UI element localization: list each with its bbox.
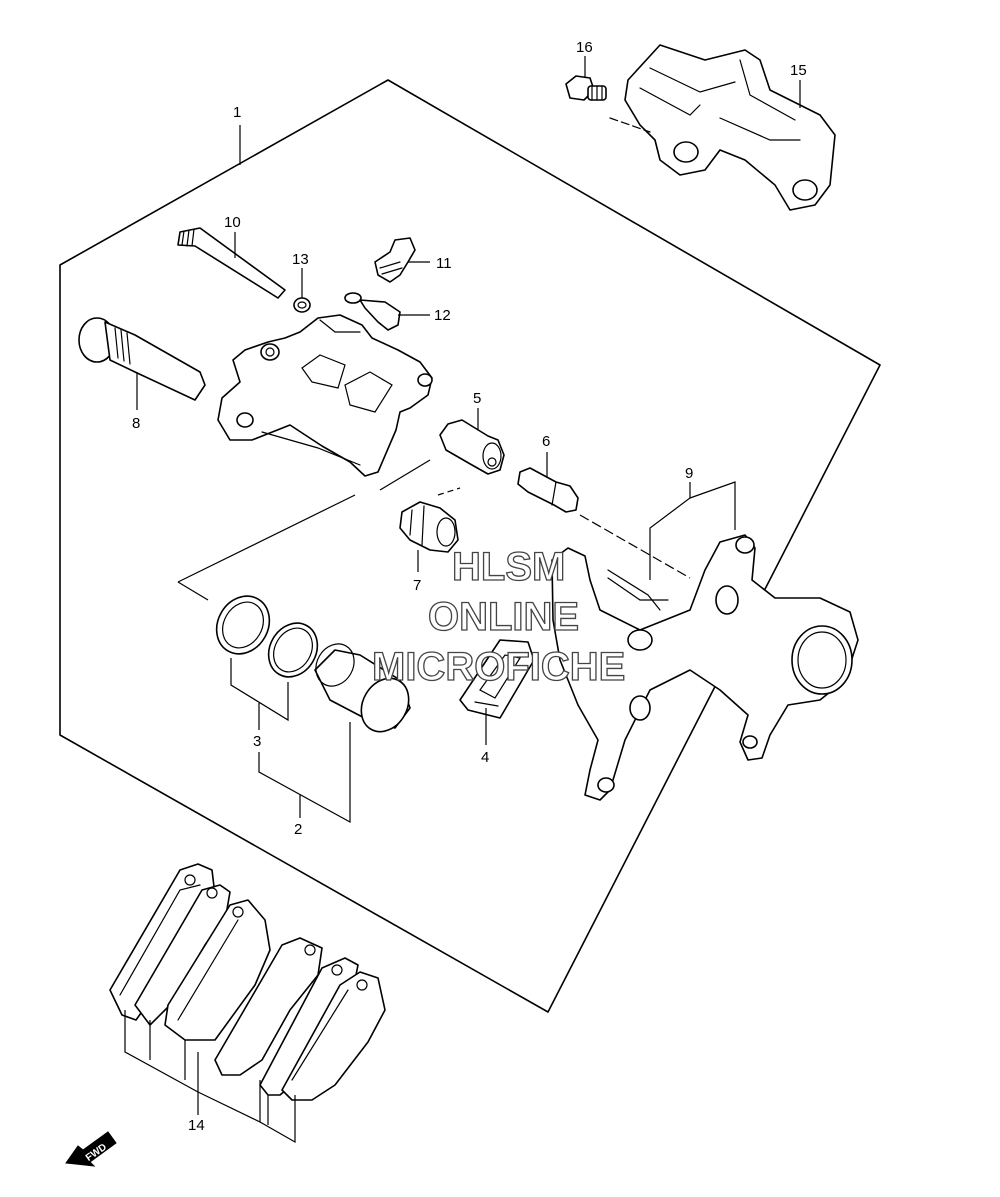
part-15-bracket[interactable] <box>609 44 836 211</box>
part-7-boot[interactable] <box>399 501 459 553</box>
callout-5: 5 <box>473 390 481 407</box>
part-2-piston[interactable] <box>308 637 418 740</box>
callout-14: 14 <box>188 1117 205 1134</box>
part-16-bolt[interactable] <box>565 75 607 101</box>
part-14-brake-pads[interactable] <box>109 863 386 1101</box>
part-5-sleeve[interactable] <box>439 419 505 475</box>
part-13-ring[interactable] <box>293 297 311 313</box>
callout-15: 15 <box>790 62 807 79</box>
watermark-line-1: HLSM <box>452 545 565 589</box>
callout-11: 11 <box>436 255 452 272</box>
part-8-slide-bolt[interactable] <box>78 317 206 401</box>
part-10-pin[interactable] <box>177 227 286 299</box>
callout-9: 9 <box>685 465 693 482</box>
callout-8: 8 <box>132 415 140 432</box>
assembly-boundary <box>59 79 881 1013</box>
callout-7: 7 <box>413 577 421 594</box>
part-4-pad-spring[interactable] <box>459 639 535 719</box>
watermark-line-2: ONLINE <box>428 595 579 639</box>
part-11-bleeder-valve[interactable] <box>374 237 416 283</box>
watermark-line-3: MICROFICHE <box>372 645 625 689</box>
callout-16: 16 <box>576 39 593 56</box>
callout-6: 6 <box>542 433 550 450</box>
callout-labels: 1 16 15 10 13 11 12 8 5 6 9 7 4 3 2 14 <box>132 39 807 1134</box>
part-3-seals[interactable] <box>206 587 327 686</box>
callout-4: 4 <box>481 749 489 766</box>
callout-3: 3 <box>253 733 261 750</box>
callout-13: 13 <box>292 251 309 268</box>
part-6-pin[interactable] <box>517 467 579 513</box>
leader-lines <box>124 56 801 1144</box>
part-9-caliper-bracket[interactable] <box>551 534 859 801</box>
callout-1: 1 <box>233 104 241 121</box>
watermark: HLSM ONLINE MICROFICHE <box>371 544 626 689</box>
callout-10: 10 <box>224 214 241 231</box>
callout-12: 12 <box>434 307 451 324</box>
callout-2: 2 <box>294 821 302 838</box>
fwd-arrow-icon: FWD <box>65 1131 117 1167</box>
part-12-cap[interactable] <box>344 292 401 331</box>
caliper-body[interactable] <box>217 314 433 477</box>
